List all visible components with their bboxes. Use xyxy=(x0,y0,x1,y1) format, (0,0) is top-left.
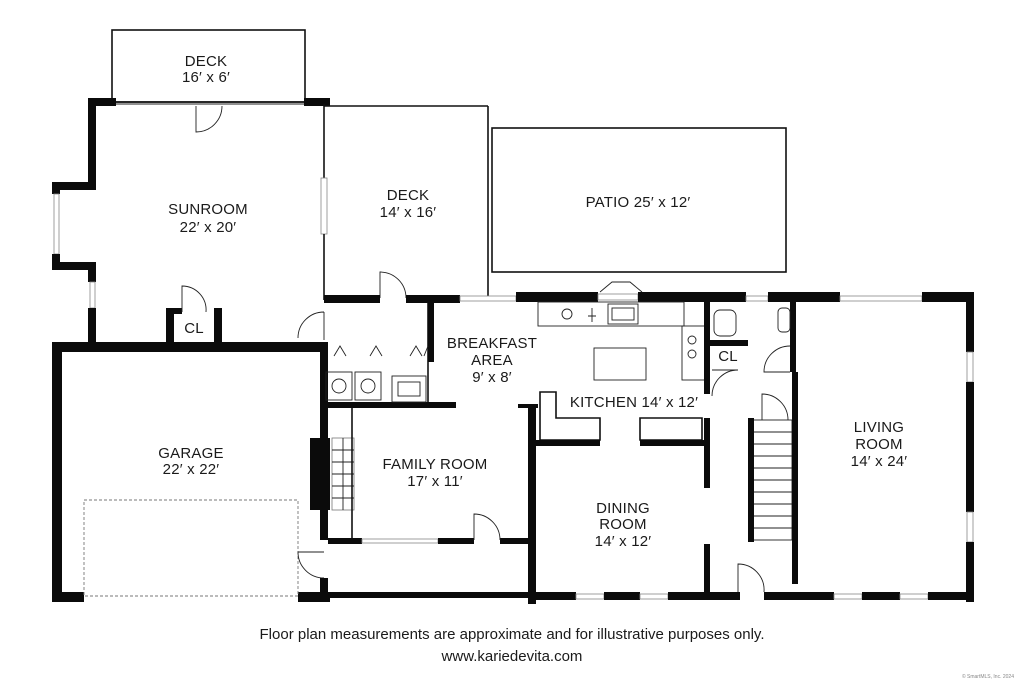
laundry xyxy=(297,302,456,408)
dining-line2: ROOM xyxy=(599,516,646,533)
garage-name: GARAGE xyxy=(158,445,223,462)
dining-room xyxy=(530,418,740,600)
sunroom-size: 22′ x 20′ xyxy=(180,219,237,236)
patio-name: PATIO xyxy=(586,194,630,211)
deck-mid-name: DECK xyxy=(387,187,429,204)
deck-mid xyxy=(324,105,489,300)
kitchen-size: 14′ x 12′ xyxy=(641,394,698,411)
closet-sun-label: CL xyxy=(184,320,204,337)
sunroom-name: SUNROOM xyxy=(168,201,248,218)
breakfast-size: 9′ x 8′ xyxy=(472,369,512,386)
family-name: FAMILY ROOM xyxy=(383,456,488,473)
kitchen-name: KITCHEN xyxy=(570,394,637,411)
foyer-stairs xyxy=(737,393,834,600)
closet-kitchen-label: CL xyxy=(718,348,738,365)
website-text[interactable]: www.kariedevita.com xyxy=(441,648,583,665)
living-room xyxy=(792,292,974,602)
deck-top-name: DECK xyxy=(185,53,227,70)
living-line1: LIVING xyxy=(854,419,904,436)
living-size: 14′ x 24′ xyxy=(851,453,908,470)
garage-size: 22′ x 22′ xyxy=(163,461,220,478)
breakfast-line2: AREA xyxy=(471,352,513,369)
dining-size: 14′ x 12′ xyxy=(595,533,652,550)
kitchen xyxy=(518,301,796,441)
dining-line1: DINING xyxy=(596,500,650,517)
disclaimer-text: Floor plan measurements are approximate … xyxy=(259,626,765,643)
kitchen-label: KITCHEN 14′ x 12′ xyxy=(570,394,698,411)
sunroom-walls xyxy=(52,98,330,348)
living-line2: ROOM xyxy=(855,436,902,453)
patio-label: PATIO 25′ x 12′ xyxy=(586,194,691,211)
family-size: 17′ x 11′ xyxy=(407,473,463,490)
deck-top-size: 16′ x 6′ xyxy=(182,69,230,86)
main-top-wall xyxy=(324,281,974,303)
family-room xyxy=(310,404,536,604)
patio-size: 25′ x 12′ xyxy=(634,194,691,211)
copyright-text: © SmartMLS, Inc. 2024 xyxy=(961,674,1014,680)
patio xyxy=(491,127,787,273)
deck-mid-size: 14′ x 16′ xyxy=(380,204,437,221)
breakfast-line1: BREAKFAST xyxy=(447,335,537,352)
